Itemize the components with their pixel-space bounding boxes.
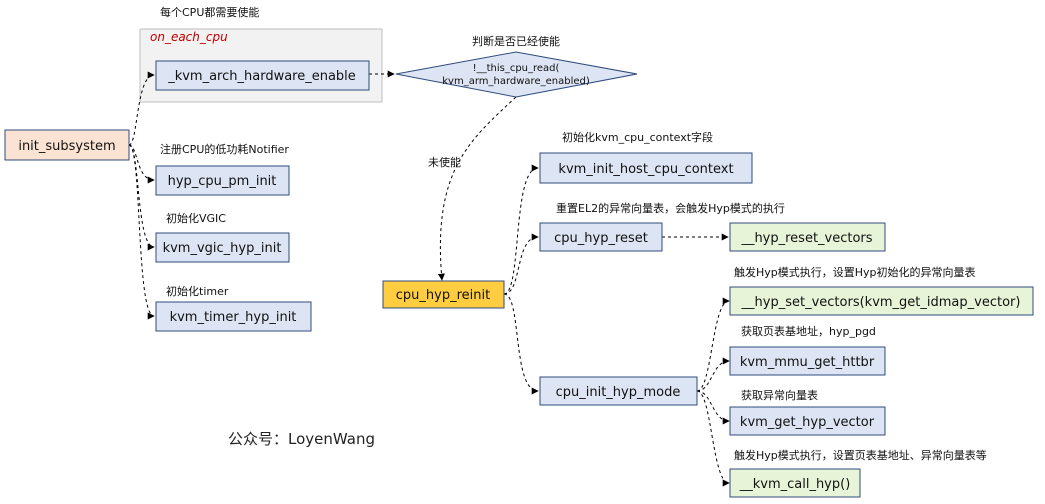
- on-each-cpu-label: on_each_cpu: [150, 30, 228, 44]
- edge-decision-to-reinit: [437, 96, 517, 281]
- kvm-get-hyp-vector-label: kvm_get_hyp_vector: [740, 415, 875, 430]
- pm-notifier-note: 注册CPU的低功耗Notifier: [160, 142, 289, 156]
- kvm-call-hyp-label: __kvm_call_hyp(): [739, 477, 851, 492]
- edge-init-to-arch-enable: [128, 71, 155, 146]
- edge-reinit-to-reset: [503, 233, 539, 295]
- init-subsystem-box: [4, 129, 130, 161]
- enabled-check-question: 判断是否已经使能: [472, 34, 560, 48]
- edge-reinit-to-host-context: [503, 164, 539, 295]
- edge-init-hyp-to-set-vectors: [696, 297, 730, 392]
- kvm-arch-hardware-enable-label: _kvm_arch_hardware_enable: [167, 69, 356, 84]
- edge-init-to-timer: [128, 144, 155, 320]
- hyp-cpu-pm-init-label: hyp_cpu_pm_init: [168, 174, 277, 189]
- kvm-timer-hyp-init-label: kvm_timer_hyp_init: [170, 310, 297, 325]
- hyp-set-vectors-box: [729, 286, 1034, 316]
- enabled-check-line2: kvm_arm_hardware_enabled): [442, 76, 590, 87]
- cpu-hyp-reset-label: cpu_hyp_reset: [554, 231, 648, 246]
- edge-init-hyp-to-call-hyp: [696, 390, 730, 487]
- edge-init-hyp-to-httbr: [696, 357, 730, 392]
- kvm-mmu-get-httbr-label: kvm_mmu_get_httbr: [740, 355, 875, 370]
- kvm-init-host-cpu-context-box: [539, 152, 753, 184]
- cpu-init-hyp-mode-box: [539, 376, 698, 406]
- call-hyp-note: 触发Hyp模式执行，设置页表基地址、异常向量表等: [734, 448, 987, 462]
- cpu-init-hyp-mode-label: cpu_init_hyp_mode: [556, 385, 681, 400]
- kvm-init-host-cpu-context-label: kvm_init_host_cpu_context: [558, 162, 733, 177]
- edge-init-hyp-to-hyp-vector: [696, 390, 730, 425]
- hyp-vector-note: 获取异常向量表: [741, 388, 818, 402]
- enabled-check-line1: !__this_cpu_read(: [473, 63, 560, 74]
- init-subsystem-label: init_subsystem: [18, 139, 115, 154]
- watermark: 公众号：LoyenWang: [228, 430, 375, 448]
- hyp-reset-vectors-box: [729, 222, 886, 252]
- timer-init-note: 初始化timer: [166, 284, 229, 298]
- cpu-hyp-reset-box: [539, 222, 663, 252]
- set-vectors-note: 触发Hyp模式执行，设置Hyp初始化的异常向量表: [734, 265, 976, 279]
- kvm-timer-hyp-init-box: [155, 301, 312, 332]
- kvm-mmu-get-httbr-box: [729, 346, 886, 376]
- edge-reinit-to-init-hyp-mode: [503, 293, 539, 395]
- hyp-set-vectors-label: __hyp_set_vectors(kvm_get_idmap_vector): [741, 295, 1021, 310]
- hyp-reset-vectors-label: __hyp_reset_vectors: [740, 231, 872, 246]
- kvm-arch-hardware-enable-box: [155, 60, 370, 91]
- not-enabled-label: 未使能: [428, 155, 461, 169]
- hyp-cpu-pm-init-box: [155, 165, 290, 196]
- kvm-vgic-hyp-init-box: [155, 232, 290, 263]
- edge-init-to-vgic: [128, 144, 155, 251]
- kvm-vgic-hyp-init-label: kvm_vgic_hyp_init: [163, 241, 282, 256]
- kvm-get-hyp-vector-box: [729, 406, 886, 436]
- vgic-init-note: 初始化VGIC: [166, 211, 226, 225]
- reset-note: 重置EL2的异常向量表，会触发Hyp模式的执行: [556, 201, 785, 215]
- cpu-hyp-reinit-box: [382, 280, 505, 309]
- enabled-check-diamond: [395, 51, 638, 98]
- kvm-call-hyp-box: [729, 468, 861, 498]
- cpu-hyp-reinit-label: cpu_hyp_reinit: [396, 288, 490, 303]
- each-cpu-enable-note: 每个CPU都需要使能: [160, 5, 259, 19]
- httbr-note: 获取页表基地址，hyp_pgd: [741, 324, 876, 338]
- host-context-note: 初始化kvm_cpu_context字段: [562, 130, 713, 144]
